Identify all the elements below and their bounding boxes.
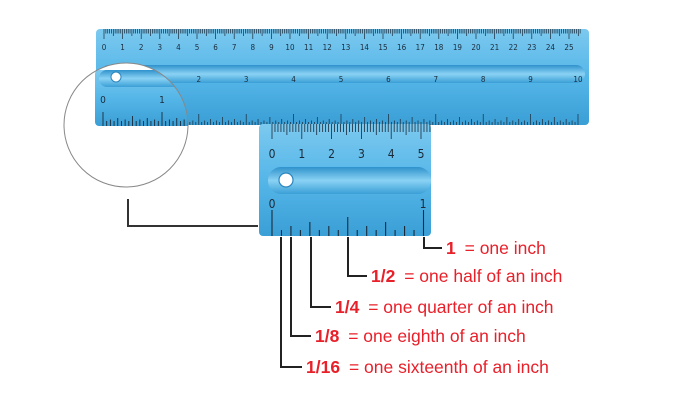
cm-label-12: 12 xyxy=(323,43,332,52)
zoomed-ruler-cm-ticks xyxy=(271,124,431,139)
cm-label-11: 11 xyxy=(304,43,313,52)
zoomed-inch-label-1: 1 xyxy=(420,197,427,211)
zoomed-cm-label-3: 3 xyxy=(358,147,365,161)
zoomed-ruler: 0 1 2 3 4 5 0 1 xyxy=(259,124,431,236)
zoomed-ruler-cm-labels: 0 1 2 3 4 5 xyxy=(269,147,425,161)
legend-desc-3: = one quarter of an inch xyxy=(368,297,553,317)
cm-label-1: 1 xyxy=(120,43,125,52)
cm-label-19: 19 xyxy=(453,43,463,52)
legend-fraction-4: 1/8 xyxy=(315,326,340,346)
cm-label-10: 10 xyxy=(285,43,295,52)
cm-label-21: 21 xyxy=(490,43,499,52)
fraction-legend: 1 = one inch 1/2 = one half of an inch 1… xyxy=(306,238,562,377)
legend-fraction-3: 1/4 xyxy=(335,297,360,317)
legend-fraction-1: 1 xyxy=(446,238,456,258)
magnifier-label-0: 0 xyxy=(100,95,106,106)
magnifier-ticks xyxy=(102,112,188,126)
inch-label-8: 8 xyxy=(481,75,486,84)
inch-label-10: 10 xyxy=(573,75,583,84)
zoom-connector-line xyxy=(127,199,258,227)
cm-label-22: 22 xyxy=(509,43,518,52)
large-ruler-cm-ticks xyxy=(103,29,581,39)
leader-line-quarter-inch xyxy=(310,237,331,308)
cm-label-15: 15 xyxy=(378,43,387,52)
cm-label-25: 25 xyxy=(564,43,573,52)
legend-label-sixteenth-inch: 1/16 = one sixteenth of an inch xyxy=(306,357,549,377)
cm-label-13: 13 xyxy=(341,43,350,52)
magnifier: 0 1 xyxy=(63,62,189,188)
leader-line-half-inch xyxy=(347,237,367,277)
inch-label-5: 5 xyxy=(339,75,344,84)
cm-label-3: 3 xyxy=(158,43,163,52)
zoomed-ruler-inch-ticks xyxy=(271,210,425,236)
inch-label-3: 3 xyxy=(244,75,249,84)
legend-label-half-inch: 1/2 = one half of an inch xyxy=(371,266,562,286)
leader-line-1-inch xyxy=(423,237,442,249)
cm-label-23: 23 xyxy=(527,43,536,52)
inch-label-9: 9 xyxy=(528,75,533,84)
magnifier-ring xyxy=(63,62,189,188)
large-ruler-groove xyxy=(100,65,585,83)
cm-label-2: 2 xyxy=(139,43,144,52)
leader-line-eighth-inch xyxy=(290,237,311,337)
inch-label-4: 4 xyxy=(291,75,296,84)
zoomed-cm-label-0: 0 xyxy=(269,147,276,161)
legend-label-1-inch: 1 = one inch xyxy=(446,238,546,258)
legend-desc-2: = one half of an inch xyxy=(404,266,562,286)
zoomed-inch-label-0: 0 xyxy=(269,197,276,211)
magnifier-label-1: 1 xyxy=(159,95,165,106)
legend-label-eighth-inch: 1/8 = one eighth of an inch xyxy=(315,326,526,346)
cm-label-6: 6 xyxy=(213,43,218,52)
legend-label-quarter-inch: 1/4 = one quarter of an inch xyxy=(335,297,554,317)
inch-label-7: 7 xyxy=(434,75,439,84)
cm-label-24: 24 xyxy=(546,43,556,52)
cm-label-18: 18 xyxy=(434,43,444,52)
cm-label-14: 14 xyxy=(360,43,370,52)
legend-fraction-2: 1/2 xyxy=(371,266,396,286)
cm-label-17: 17 xyxy=(416,43,425,52)
zoomed-cm-label-1: 1 xyxy=(298,147,305,161)
magnifier-groove xyxy=(99,70,188,87)
cm-label-9: 9 xyxy=(269,43,274,52)
legend-desc-5: = one sixteenth of an inch xyxy=(349,357,549,377)
inch-label-6: 6 xyxy=(386,75,391,84)
cm-label-4: 4 xyxy=(176,43,181,52)
cm-label-8: 8 xyxy=(251,43,256,52)
zoomed-cm-label-4: 4 xyxy=(388,147,395,161)
cm-label-16: 16 xyxy=(397,43,407,52)
leader-lines xyxy=(280,237,442,368)
legend-fraction-5: 1/16 xyxy=(306,357,340,377)
zoomed-ruler-groove xyxy=(268,167,431,194)
legend-desc-1: = one inch xyxy=(465,238,546,258)
cm-label-7: 7 xyxy=(232,43,237,52)
cm-label-5: 5 xyxy=(195,43,200,52)
zoomed-ruler-hole xyxy=(278,172,294,188)
zoomed-cm-label-5: 5 xyxy=(418,147,425,161)
leader-line-sixteenth-inch xyxy=(280,237,302,368)
cm-label-20: 20 xyxy=(471,43,481,52)
magnifier-hole xyxy=(110,71,122,83)
legend-desc-4: = one eighth of an inch xyxy=(348,326,526,346)
inch-label-2: 2 xyxy=(197,75,202,84)
zoomed-cm-label-2: 2 xyxy=(328,147,335,161)
cm-label-0: 0 xyxy=(102,43,107,52)
